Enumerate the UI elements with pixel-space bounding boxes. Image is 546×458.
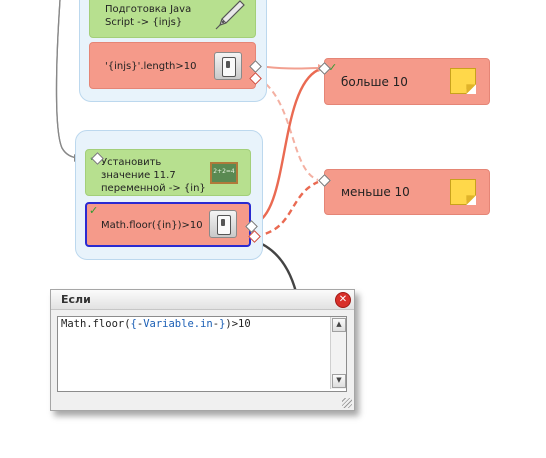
code-editor[interactable]: Math.floor({-Variable.in-})>10 ▲ ▼	[57, 316, 347, 392]
note-icon	[450, 179, 476, 205]
switch-icon	[214, 52, 242, 80]
code-brace-open: {	[130, 318, 137, 330]
more-than-10-block[interactable]: ✓ больше 10	[324, 58, 490, 105]
condition-dialog[interactable]: Если ✕ Math.floor({-Variable.in-})>10 ▲ …	[50, 289, 355, 411]
check-icon: ✓	[89, 204, 99, 217]
scroll-up-icon[interactable]: ▲	[332, 318, 346, 332]
set-value-block[interactable]: ✓ Установить значение 11.7 переменной ->…	[85, 149, 251, 196]
dialog-title-bar[interactable]: Если ✕	[51, 290, 354, 310]
code-text[interactable]: Math.floor({-Variable.in-})>10	[61, 318, 251, 330]
more-than-10-label: больше 10	[341, 75, 408, 89]
scroll-down-icon[interactable]: ▼	[332, 374, 346, 388]
close-icon[interactable]: ✕	[335, 292, 351, 308]
dialog-title: Если	[61, 293, 91, 306]
code-dash: -	[212, 318, 220, 330]
condition-floor-block[interactable]: ✓ Math.floor({in})>10	[85, 202, 251, 247]
condition-floor-label: Math.floor({in})>10	[101, 220, 203, 231]
resize-grip-icon[interactable]	[342, 398, 352, 408]
chalkboard-icon: 2+2=4	[210, 162, 238, 184]
switch-icon	[209, 210, 237, 238]
check-icon: ✓	[328, 61, 338, 74]
pen-icon	[215, 0, 245, 30]
note-icon	[450, 68, 476, 94]
js-prep-label: Подготовка Java Script -> {injs}	[105, 4, 192, 28]
condition-injs-label: '{injs}'.length>10	[105, 61, 197, 72]
code-brace-close: }	[219, 318, 226, 330]
vertical-scrollbar[interactable]: ▲ ▼	[330, 317, 346, 389]
code-suffix: )>10	[225, 318, 251, 330]
js-prep-block[interactable]: Подготовка Java Script -> {injs}	[89, 0, 256, 38]
condition-injs-block[interactable]: '{injs}'.length>10	[89, 42, 256, 89]
less-than-10-block[interactable]: меньше 10	[324, 169, 490, 215]
less-than-10-label: меньше 10	[341, 185, 410, 199]
code-dash: -	[136, 318, 144, 330]
code-variable: Variable.in	[143, 318, 213, 330]
code-prefix: Math.floor(	[61, 318, 131, 330]
set-value-label: Установить значение 11.7 переменной -> {…	[101, 157, 206, 194]
